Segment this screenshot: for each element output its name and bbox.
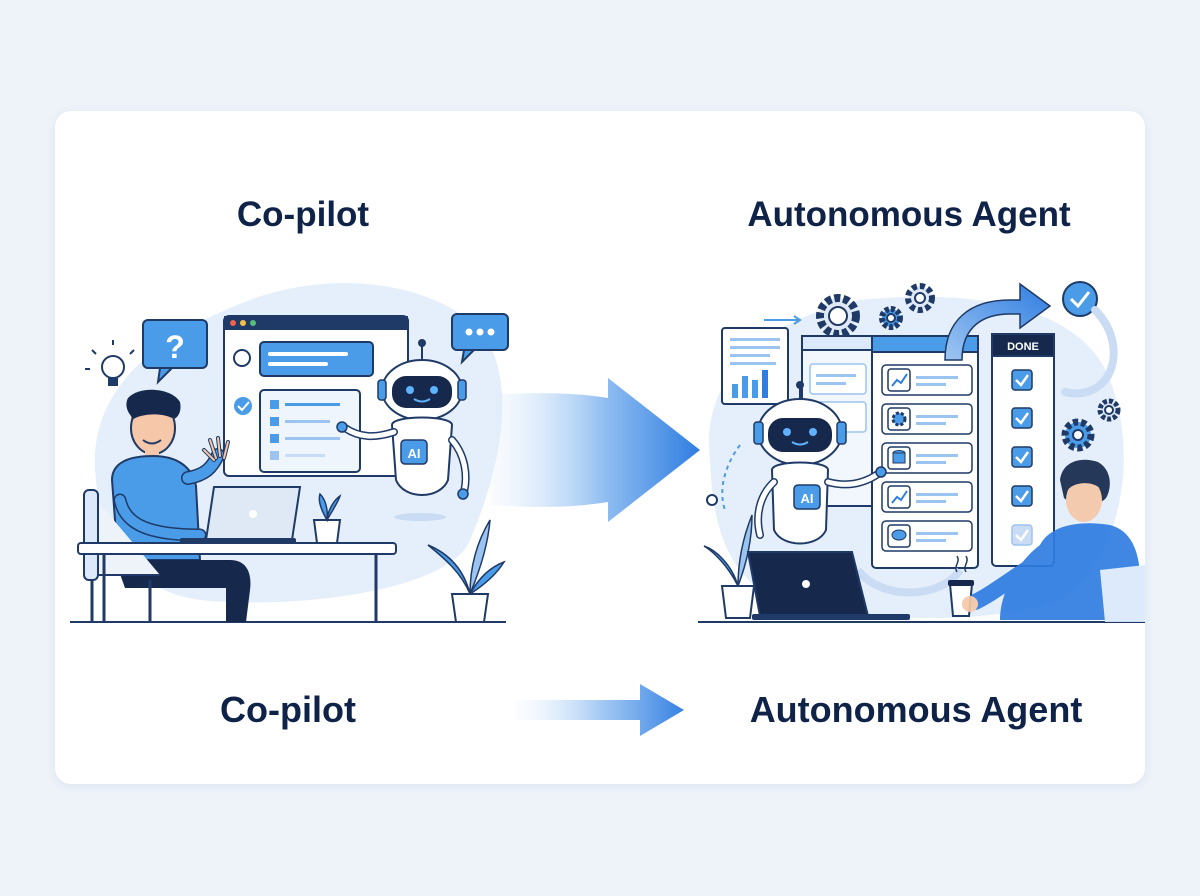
gear-icon [816,294,860,338]
copilot-desk [77,486,397,622]
chat-icon [891,529,907,541]
chat-window [223,315,409,477]
copilot-ai-badge: AI [408,446,421,461]
autonomous-illustration: DONE AI [698,281,1145,623]
pending-checkbox-icon [1011,524,1033,546]
lightbulb-icon [85,340,135,386]
chart-icon [891,373,908,387]
laptop-icon [746,551,910,620]
task-item [881,520,973,552]
copilot-title: Co-pilot [236,195,370,234]
task-item [881,481,973,513]
question-bubble-icon: ? [142,319,208,385]
task-list-panel [871,335,979,569]
question-mark: ? [165,329,185,365]
gear-icon [1061,418,1095,452]
done-column: DONE [991,333,1055,567]
check-circle-icon [234,397,252,415]
typing-bubble-icon [451,313,509,365]
copilot-illustration: ? [70,283,509,623]
autonomous-agent-title: Autonomous Agent [747,195,1071,234]
gear-icon [891,411,907,427]
plant-icon [427,519,506,623]
agent-robot: AI [753,381,887,545]
transition-arrow [490,378,700,522]
task-item [881,364,973,396]
check-circle-icon [1062,281,1098,317]
plant-icon [703,514,756,619]
autonomous-agent-caption: Autonomous Agent [749,689,1083,730]
done-checkbox-icon [1011,485,1033,507]
gear-icon [905,283,935,313]
bottom-arrow [515,684,684,736]
done-header: DONE [1007,341,1039,353]
curved-arrow [944,282,1052,361]
checklist [270,400,340,460]
copilot-robot: AI [336,339,470,521]
agent-ai-badge: AI [801,491,814,506]
task-item [881,442,973,474]
chart-icon [891,490,908,504]
done-checkbox-icon [1011,369,1033,391]
gear-icon [1097,398,1121,422]
gear-icon [879,306,903,330]
done-checkbox-icon [1011,446,1033,468]
task-item [881,403,973,435]
user-avatar-icon [233,349,251,367]
copilot-caption: Co-pilot [220,689,356,730]
report-document [721,315,802,405]
done-checkbox-icon [1011,407,1033,429]
relaxed-user [962,459,1145,622]
